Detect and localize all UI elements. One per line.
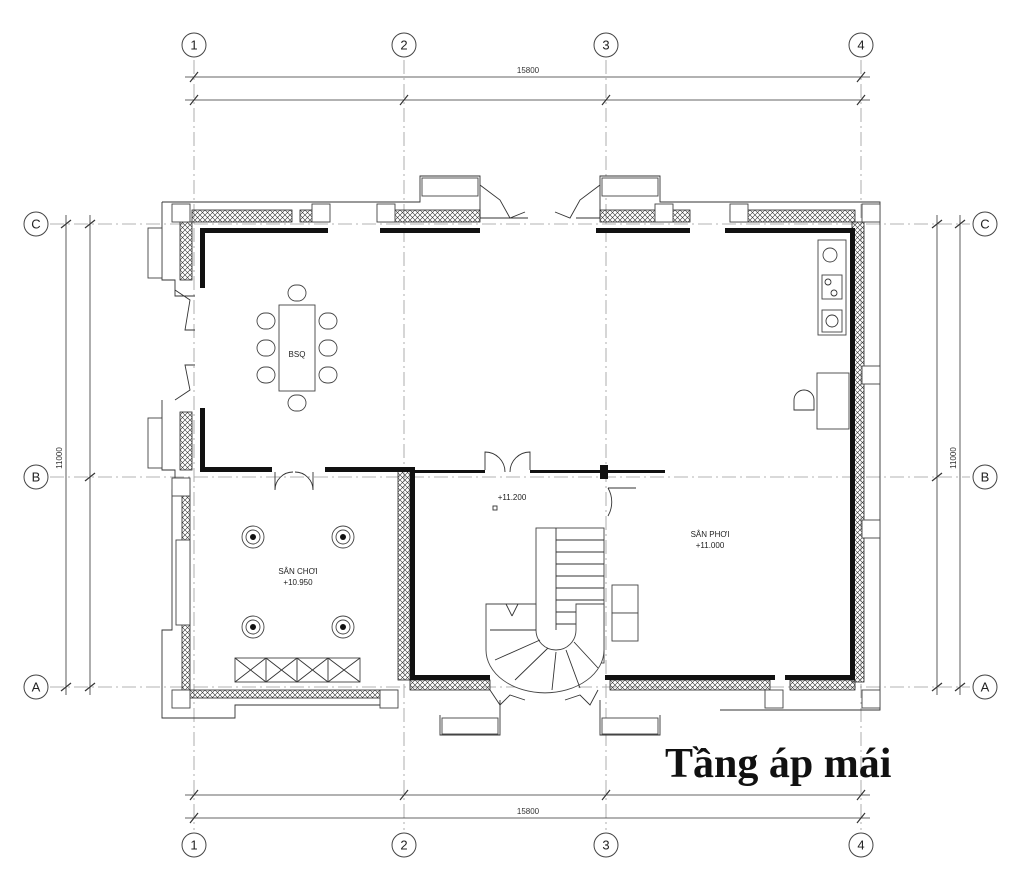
grid-bubble-a-right: A bbox=[972, 674, 998, 700]
svg-text:3: 3 bbox=[602, 38, 609, 53]
grid-bubble-b-left: B bbox=[23, 464, 49, 490]
svg-text:B: B bbox=[981, 470, 990, 485]
level-drying-yard: +11.000 bbox=[696, 541, 725, 550]
bbq-dining-set bbox=[256, 284, 338, 412]
grid-bubble-3-bottom: 3 bbox=[593, 832, 619, 858]
level-stair-landing: +11.200 bbox=[498, 493, 527, 502]
room-label-drying-yard: SÂN PHƠI bbox=[691, 530, 730, 539]
dimension-top: 15800 bbox=[517, 66, 540, 75]
staircase bbox=[484, 451, 636, 694]
svg-text:2: 2 bbox=[400, 38, 407, 53]
svg-text:B: B bbox=[32, 470, 41, 485]
columns bbox=[171, 203, 881, 709]
grid-bubble-4-bottom: 4 bbox=[848, 832, 874, 858]
svg-text:1: 1 bbox=[190, 838, 197, 853]
grid-bubble-c-left: C bbox=[23, 211, 49, 237]
svg-text:A: A bbox=[981, 680, 990, 695]
room-label-play-area: SÂN CHƠI bbox=[278, 567, 317, 576]
svg-text:4: 4 bbox=[857, 838, 864, 853]
walls bbox=[200, 228, 855, 680]
svg-text:A: A bbox=[32, 680, 41, 695]
grid-bubble-1-top: 1 bbox=[181, 32, 207, 58]
drying-yard-fixtures bbox=[611, 239, 850, 642]
grid-bubble-1-bottom: 1 bbox=[181, 832, 207, 858]
dimension-bottom: 15800 bbox=[517, 807, 540, 816]
svg-text:1: 1 bbox=[190, 38, 197, 53]
grid-bubble-3-top: 3 bbox=[593, 32, 619, 58]
svg-text:2: 2 bbox=[400, 838, 407, 853]
grid-bubble-2-top: 2 bbox=[391, 32, 417, 58]
svg-text:C: C bbox=[980, 217, 989, 232]
drawing-title: Tầng áp mái bbox=[665, 741, 892, 787]
grid-bubble-4-top: 4 bbox=[848, 32, 874, 58]
grid-bubble-b-right: B bbox=[972, 464, 998, 490]
facade-details bbox=[147, 177, 659, 735]
dimension-lines bbox=[60, 71, 966, 824]
dimension-right: 11000 bbox=[949, 447, 958, 469]
grid-bubble-2-bottom: 2 bbox=[391, 832, 417, 858]
svg-text:3: 3 bbox=[602, 838, 609, 853]
grid-bubble-c-right: C bbox=[972, 211, 998, 237]
level-play-area: +10.950 bbox=[283, 578, 313, 587]
room-label-bbq: BSQ bbox=[289, 350, 306, 359]
dimension-left: 11000 bbox=[55, 447, 64, 469]
svg-text:C: C bbox=[31, 217, 40, 232]
svg-text:4: 4 bbox=[857, 38, 864, 53]
grid-bubble-a-left: A bbox=[23, 674, 49, 700]
play-area-fixtures bbox=[234, 471, 361, 683]
